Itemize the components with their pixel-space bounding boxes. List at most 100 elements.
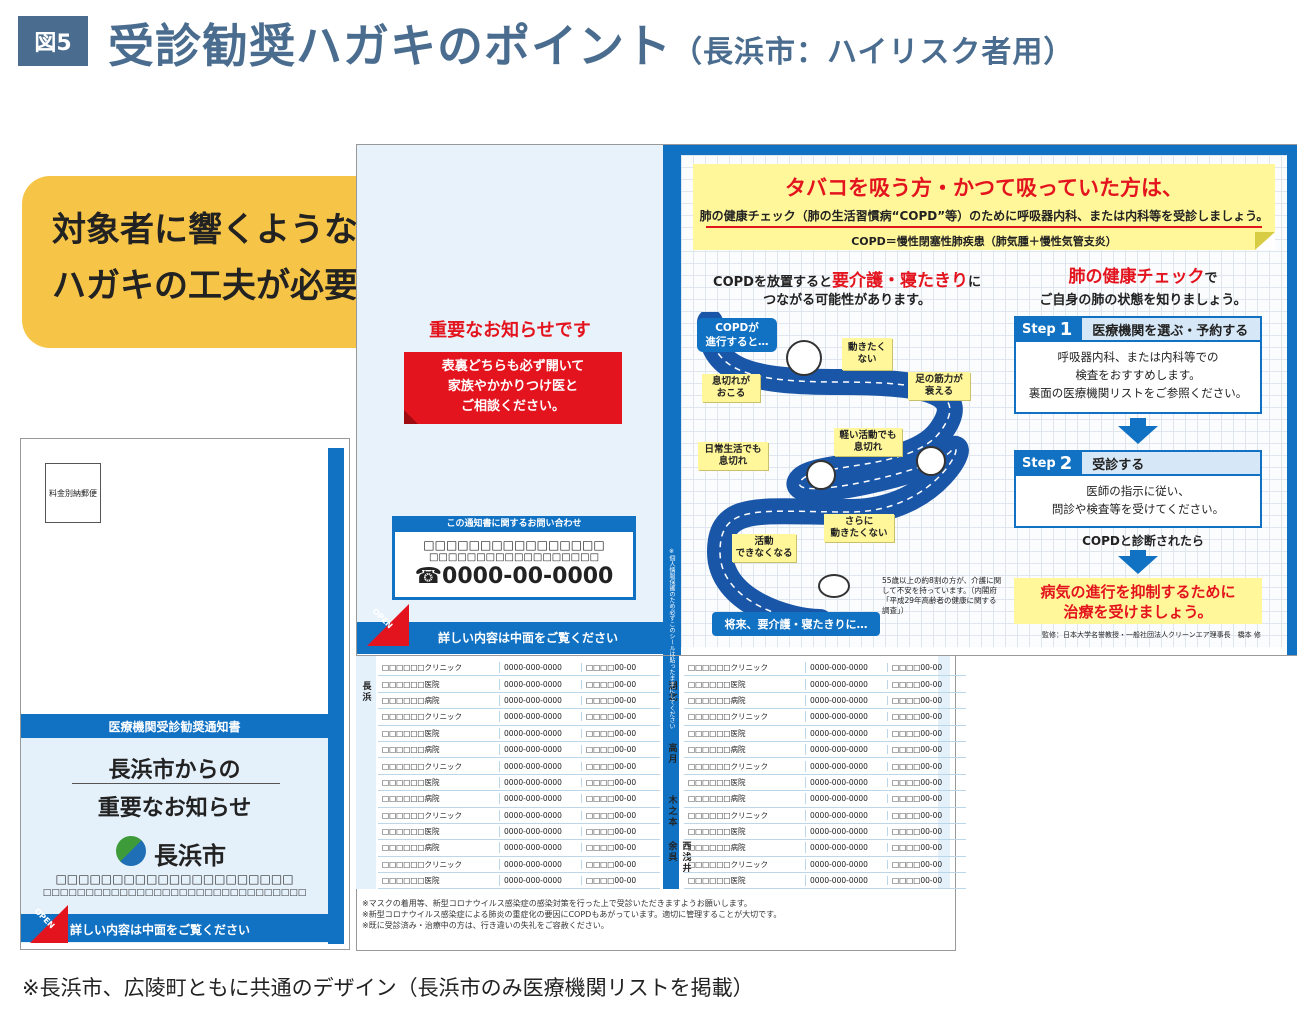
step-1-line-1: 呼吸器内科、または内科等での <box>1057 350 1219 364</box>
arrow-1-stem <box>1130 418 1146 428</box>
list-left-margin <box>356 655 376 889</box>
hospital-phone-cell: 0000-000-0000 <box>806 712 888 722</box>
hospital-name-cell: □□□□□□病院 <box>684 793 806 805</box>
hospital-phone-cell: 0000-000-0000 <box>500 827 582 837</box>
address-lower-panel <box>21 738 328 943</box>
notice-type-strip: 医療機関受診勧奨通知書 <box>21 714 328 738</box>
road-centerline <box>709 321 957 623</box>
front-divider-bar <box>663 145 681 655</box>
step-1-word: Step <box>1022 321 1056 337</box>
hospital-phone-cell: 0000-000-0000 <box>806 745 888 755</box>
hospital-name-cell: □□□□□□病院 <box>378 694 500 706</box>
step-1-number: 1 <box>1059 318 1073 340</box>
hospital-phone-cell: 0000-000-0000 <box>500 728 582 738</box>
hospital-name-cell: □□□□□□クリニック <box>378 809 500 821</box>
sticky-even-less-moving: さらに 動きたくない <box>824 514 894 542</box>
hospital-name-cell: □□□□□□医院 <box>684 727 806 739</box>
front-right-bar <box>1287 145 1297 655</box>
road-end-label: 将来、要介護・寝たきりに… <box>712 612 880 636</box>
area-label-kohoku: 湖北 <box>668 682 678 703</box>
bubble-line-1: 対象者に響くような <box>52 210 358 250</box>
step-1-body: 呼吸器内科、または内科等での 検査をおすすめします。 裏面の医療機関リストをご参… <box>1014 342 1262 414</box>
figure-title: 受診勧奨ハガキのポイント（長浜市：ハイリスク者用） <box>108 10 1074 76</box>
hospital-address-cell: □□□□00-00 <box>892 794 943 804</box>
list-right-margin <box>938 655 950 889</box>
hospital-phone-cell: 0000-000-0000 <box>500 663 582 673</box>
hospital-phone-cell: 0000-000-0000 <box>500 745 582 755</box>
right-lead-line-2: ご自身の肺の状態を知りましょう。 <box>1039 293 1247 308</box>
contact-phone: ☎0000-00-0000 <box>414 564 614 589</box>
hospital-name-cell: □□□□□□クリニック <box>684 858 806 870</box>
step-2-number: 2 <box>1059 452 1073 474</box>
address-placeholder-1: □□□□□□□□□□□□□□□□□□□□□ <box>55 872 294 886</box>
notice-fold-corner <box>404 410 418 424</box>
bubble-line-2: ハガキの工夫が必要 <box>52 266 358 306</box>
hospital-name-cell: □□□□□□クリニック <box>378 760 500 772</box>
headline-fold-corner <box>1255 232 1275 250</box>
hospital-address-cell: □□□□00-00 <box>892 745 943 755</box>
sticky-leg-weakness: 足の筋力が 衰える <box>908 372 970 400</box>
hospital-address-cell: □□□□00-00 <box>586 712 637 722</box>
diagnosis-condition: COPDと診断されたら <box>1082 534 1204 548</box>
hospital-phone-cell: 0000-000-0000 <box>500 843 582 853</box>
front-open-tab-icon <box>367 604 409 646</box>
hospital-name-cell: □□□□□□クリニック <box>378 711 500 723</box>
list-divider-bar <box>663 655 679 889</box>
hospital-address-cell: □□□□00-00 <box>586 695 637 705</box>
step-1-line-3: 裏面の医療機関リストをご参照ください。 <box>1028 386 1248 400</box>
hospital-address-cell: □□□□00-00 <box>892 695 943 705</box>
final-message-line-2: 治療を受けましょう。 <box>1063 603 1213 621</box>
right-lead-red: 肺の健康チェック <box>1068 267 1205 287</box>
figure-subtitle: （長浜市：ハイリスク者用） <box>672 35 1075 70</box>
headline-sub: 肺の健康チェック（肺の生活習慣病“COPD”等）のために呼吸器内科、または内科等… <box>699 209 1269 223</box>
hospital-address-cell: □□□□00-00 <box>892 679 943 689</box>
hospital-address-cell: □□□□00-00 <box>586 679 637 689</box>
list-footnote-3: ※既に受診済み・治療中の方は、行き違いの失礼をご容赦ください。 <box>362 921 609 930</box>
hospital-phone-cell: 0000-000-0000 <box>806 827 888 837</box>
hospital-name-cell: □□□□□□医院 <box>378 678 500 690</box>
contact-placeholder-1: □□□□□□□□□□□□□□□□ <box>423 538 605 552</box>
hospital-address-cell: □□□□00-00 <box>586 663 637 673</box>
bedridden-person-icon <box>818 574 850 598</box>
hospital-name-cell: □□□□□□病院 <box>684 842 806 854</box>
notice-box: 表裏どちらも必ず開いて 家族やかかりつけ医と ご相談ください。 <box>404 352 622 424</box>
hospital-name-cell: □□□□□□医院 <box>684 826 806 838</box>
left-lead-post: に <box>967 275 981 290</box>
copd-progress-badge: COPDが 進行すると… <box>697 318 777 352</box>
hospital-phone-cell: 0000-000-0000 <box>806 663 888 673</box>
address-open-bar <box>21 914 328 942</box>
step-2-line-1: 医師の指示に従い、 <box>1086 484 1190 498</box>
hospital-phone-cell: 0000-000-0000 <box>806 859 888 869</box>
copd-badge-line-2: 進行すると… <box>705 336 769 348</box>
hospital-address-cell: □□□□00-00 <box>892 876 943 886</box>
hospital-address-cell: □□□□00-00 <box>892 663 943 673</box>
sticky-no-motivation: 動きたく ない <box>842 338 892 370</box>
figure-caption: ※長浜市、広陵町ともに共通のデザイン（長浜市のみ医療機関リストを掲載） <box>22 976 754 1000</box>
area-label-takatsuki: 高月 <box>668 744 678 765</box>
hospital-phone-cell: 0000-000-0000 <box>806 695 888 705</box>
address-heading-2: 重要なお知らせ <box>97 796 252 821</box>
notice-line-2: 家族やかかりつけ医と <box>447 379 579 394</box>
sticky-breathless: 息切れが おこる <box>702 374 760 402</box>
hospital-address-cell: □□□□00-00 <box>892 843 943 853</box>
hospital-address-cell: □□□□00-00 <box>892 810 943 820</box>
hospital-address-cell: □□□□00-00 <box>892 859 943 869</box>
left-lead-pre: COPDを放置すると <box>713 275 832 290</box>
headline-definition: COPD＝慢性閉塞性肺疾患（肺気腫＋慢性気管支炎） <box>851 235 1117 248</box>
figure-badge: 図5 <box>18 16 88 66</box>
hospital-address-cell: □□□□00-00 <box>892 777 943 787</box>
hospital-address-cell: □□□□00-00 <box>586 728 637 738</box>
city-name: 長浜市 <box>154 842 226 870</box>
